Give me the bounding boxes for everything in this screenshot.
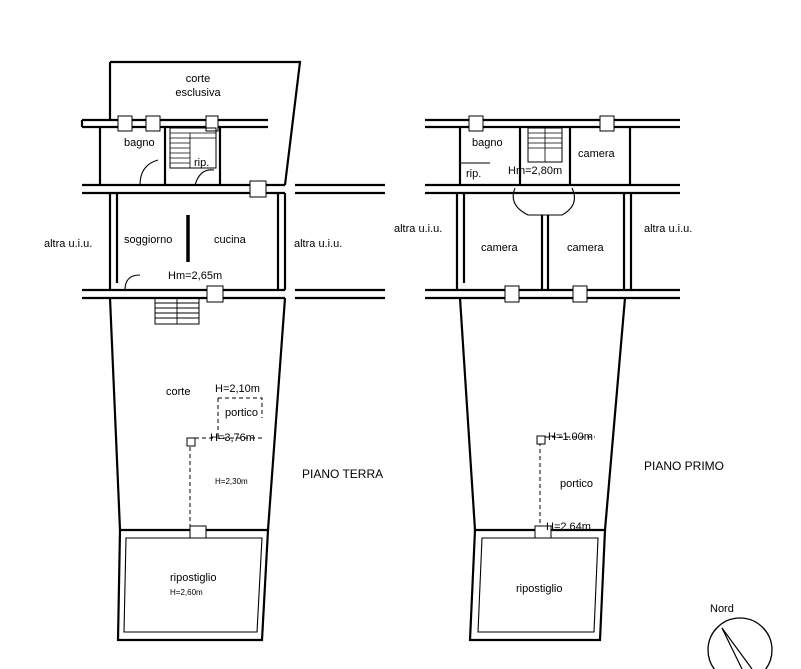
label-corte-esclusiva: esclusiva	[175, 87, 221, 99]
label-rip: rip.	[466, 168, 481, 180]
labels-ground-floor: corte esclusiva bagno rip. altra u.i.u. …	[44, 73, 383, 597]
label-portico: portico	[225, 407, 258, 419]
label-height: Hm=2,80m	[508, 165, 562, 177]
label-bagno: bagno	[472, 137, 503, 149]
label-height: H=1.00m	[548, 431, 593, 443]
plan-ground-floor	[80, 60, 385, 642]
window	[205, 115, 219, 132]
compass-icon	[707, 617, 773, 669]
window	[249, 180, 267, 198]
window	[145, 115, 161, 132]
plan-title: PIANO PRIMO	[644, 459, 724, 473]
label-rip: rip.	[194, 157, 209, 169]
north-arrow	[707, 617, 773, 669]
label-ripostiglio: ripostiglio	[170, 572, 216, 584]
label-height: H=3,76m	[210, 432, 255, 444]
label-altra-uiu: altra u.i.u.	[644, 223, 692, 235]
north-label: Nord	[710, 603, 734, 615]
label-camera: camera	[481, 242, 519, 254]
label-altra-uiu: altra u.i.u.	[294, 238, 342, 250]
label-ripostiglio: ripostiglio	[516, 583, 562, 595]
label-portico: portico	[560, 478, 593, 490]
labels-first-floor: bagno camera rip. Hm=2,80m altra u.i.u. …	[394, 137, 724, 595]
label-altra-uiu: altra u.i.u.	[44, 238, 92, 250]
label-height: Hm=2,65m	[168, 270, 222, 282]
label-cucina: cucina	[214, 234, 247, 246]
plan-title: PIANO TERRA	[302, 467, 383, 481]
ripostiglio-outline	[468, 528, 607, 642]
label-height: H=2.64m	[546, 521, 591, 533]
window	[206, 285, 224, 303]
label-corte-esclusiva: corte	[186, 73, 210, 85]
label-altra-uiu: altra u.i.u.	[394, 223, 442, 235]
label-camera: camera	[578, 148, 616, 160]
plan-first-floor	[425, 115, 680, 642]
label-soggiorno: soggiorno	[124, 234, 172, 246]
ripostiglio-outline	[116, 528, 270, 642]
label-height: H=2,60m	[170, 588, 203, 597]
label-camera: camera	[567, 242, 605, 254]
label-height: H=2,10m	[215, 383, 260, 395]
window	[117, 115, 133, 132]
label-corte: corte	[166, 386, 190, 398]
label-bagno: bagno	[124, 137, 155, 149]
label-height: H=2,30m	[215, 477, 248, 486]
corte-esclusiva-outline	[110, 60, 302, 186]
landing	[512, 187, 575, 216]
